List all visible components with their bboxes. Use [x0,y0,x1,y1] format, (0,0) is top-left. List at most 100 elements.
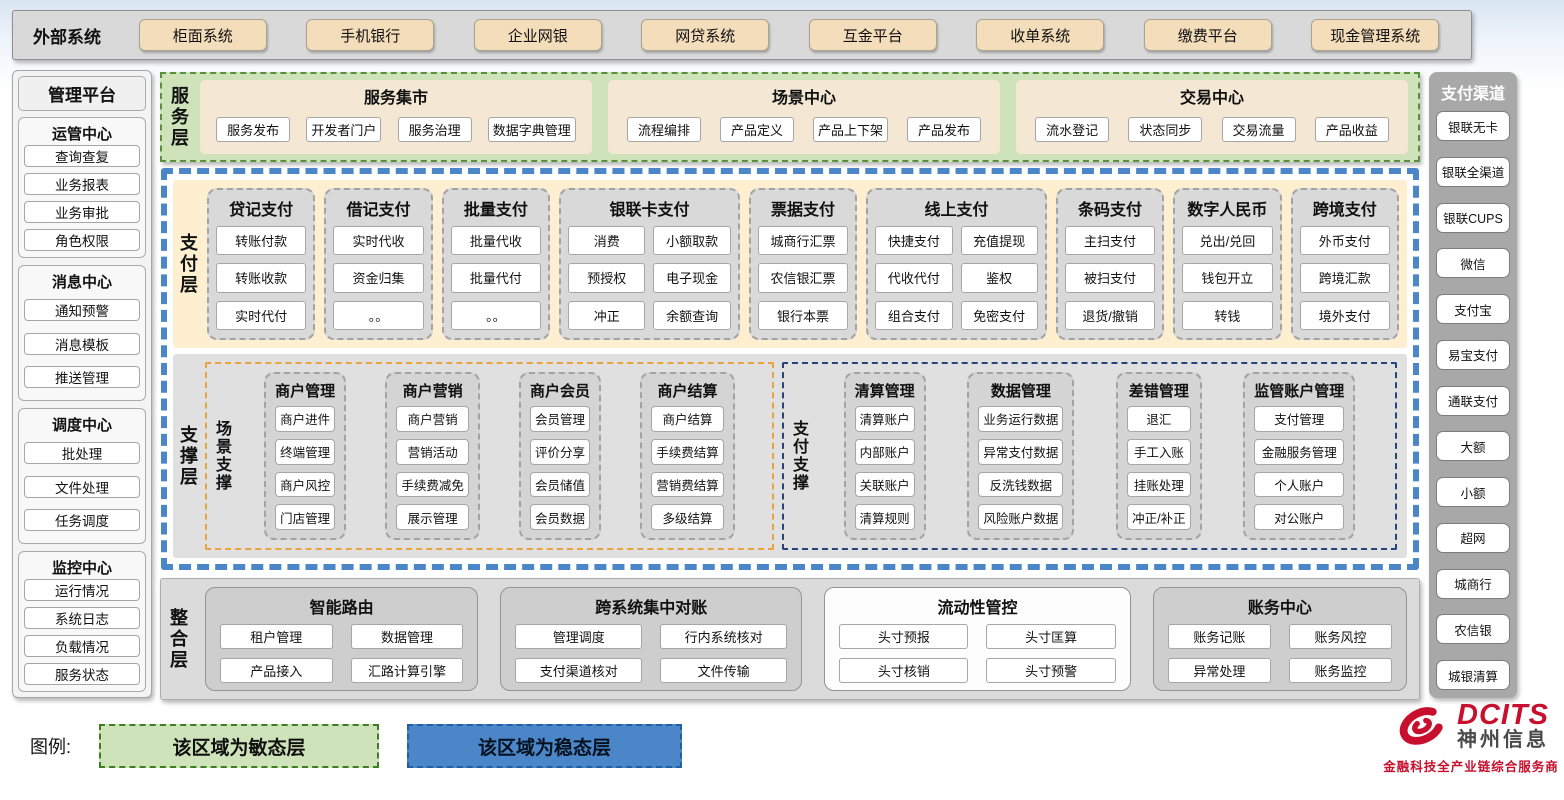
module-chip: 任务调度 [24,509,140,532]
group-title: 银联卡支付 [609,202,690,219]
module-chip: 系统日志 [24,607,140,629]
logo-top: DCITS 神州信息 [1393,700,1549,751]
module-chip: 会员数据 [530,504,591,530]
module-chip: 反洗钱数据 [978,471,1064,498]
group-items: 批量代收批量代付。。 [450,226,542,330]
service-layer: 服务层 服务集市 服务发布开发者门户服务治理数据字典管理 场景中心 流程编排产品… [160,72,1420,162]
module-chip: 服务发布 [216,117,291,142]
module-chip: 消息模板 [24,332,140,355]
module-chip: 对公账户 [1254,504,1345,530]
payment-groups: 贷记支付 转账付款转账收款实时代付 借记支付 实时代收资金归集。。 批量支付 批… [207,188,1399,340]
module-chip: 关联账户 [854,471,915,498]
management-group: 运管中心 查询查复业务报表业务审批角色权限 [18,117,146,258]
module-chip: 清算规则 [854,504,915,530]
group-title: 数据管理 [990,383,1051,400]
module-chip: 余额查询 [653,300,731,330]
module-chip: 数据字典管理 [487,117,576,142]
support-group: 差错管理 退汇手工入账挂账处理冲正/补正 [1116,372,1202,540]
module-chip: 组合支付 [875,300,953,330]
module-chip: 头寸预报 [839,624,969,649]
scene-support-label: 场景支撑 [213,420,230,492]
payment-channels-title: 支付渠道 [1440,86,1505,103]
company-text: 神州信息 [1457,729,1549,752]
group-items: 兑出/兑回钱包开立转钱 [1182,226,1273,330]
module-chip: 外币支付 [1299,226,1390,256]
management-platform-title: 管理平台 [18,76,146,111]
panel-title: 服务集市 [363,90,428,107]
group-title: 跨境支付 [1312,202,1377,219]
support-group: 监管账户管理 支付管理金融服务管理个人账户对公账户 [1243,372,1356,540]
external-system-chip: 缴费平台 [1143,19,1272,51]
module-chip: 状态同步 [1128,117,1203,142]
integration-groups: 智能路由 租户管理数据管理产品接入汇路计算引擎 跨系统集中对账 管理调度行内系统… [205,587,1407,691]
module-chip: 业务运行数据 [978,406,1064,432]
group-items: 商户进件终端管理商户风控门店管理 [275,406,336,530]
module-chip: 流程编排 [626,117,701,142]
legend-label: 图例: [30,737,72,757]
module-chip: 转钱 [1182,300,1273,330]
channel-chip: 小额 [1436,477,1510,507]
module-chip: 运行情况 [24,579,140,601]
group-title: 商户管理 [275,383,336,400]
payment-group: 贷记支付 转账付款转账收款实时代付 [207,188,316,340]
group-items: 运行情况系统日志负载情况服务状态 [24,579,140,685]
module-chip: 租户管理 [220,624,333,649]
module-chip: 手续费减免 [396,471,469,498]
group-items: 实时代收资金归集。。 [333,226,424,330]
integration-group: 智能路由 租户管理数据管理产品接入汇路计算引擎 [205,587,479,691]
group-title: 调度中心 [51,417,112,434]
module-chip: 退汇 [1127,406,1191,432]
module-chip: 产品发布 [906,117,981,142]
module-chip: 服务状态 [24,663,140,685]
channel-chip: 城商行 [1436,568,1510,599]
module-chip: 服务治理 [397,117,472,142]
group-items: 退汇手工入账挂账处理冲正/补正 [1127,406,1191,530]
module-chip: 流水登记 [1035,117,1110,142]
module-chip: 个人账户 [1254,471,1345,498]
channel-chip: 微信 [1436,248,1510,279]
support-group: 商户结算 商户结算手续费结算营销费结算多级结算 [640,372,735,540]
group-items: 商户结算手续费结算营销费结算多级结算 [651,406,724,530]
module-chip: 负载情况 [24,635,140,657]
module-chip: 。。 [333,300,424,330]
panel-items: 流程编排产品定义产品上下架产品发布 [616,112,992,147]
group-items: 支付管理金融服务管理个人账户对公账户 [1254,406,1345,530]
module-chip: 角色权限 [24,229,140,251]
module-chip: 开发者门户 [306,117,382,142]
channel-chip: 农信银 [1436,614,1510,645]
module-chip: 冲正 [568,300,646,330]
group-title: 商户会员 [530,383,591,400]
management-group: 调度中心 批处理文件处理任务调度 [18,408,146,544]
module-chip: 营销活动 [396,438,469,465]
support-layer-label: 支撑层 [178,424,198,488]
module-chip: 小额取款 [653,226,731,256]
service-layer-label: 服务层 [169,85,189,149]
module-chip: 行内系统核对 [660,624,788,649]
channel-chip: 银联全渠道 [1436,156,1510,187]
module-chip: 充值提现 [960,226,1038,256]
module-chip: 实时代收 [333,226,424,256]
payment-layer-label: 支付层 [178,232,198,296]
support-group: 数据管理 业务运行数据异常支付数据反洗钱数据风险账户数据 [967,372,1075,540]
logo-texts: DCITS 神州信息 [1457,700,1549,751]
group-items: 业务运行数据异常支付数据反洗钱数据风险账户数据 [978,406,1064,530]
module-chip: 商户结算 [651,406,724,432]
module-chip: 快捷支付 [875,226,953,256]
module-chip: 被扫支付 [1064,263,1156,293]
group-title: 贷记支付 [229,202,294,219]
group-items: 通知预警消息模板推送管理 [24,293,140,394]
module-chip: 批量代付 [450,263,542,293]
group-items: 管理调度行内系统核对支付渠道核对文件传输 [515,624,788,683]
module-chip: 金融服务管理 [1254,438,1345,465]
module-chip: 挂账处理 [1127,471,1191,498]
payment-group: 跨境支付 外币支付跨境汇款境外支付 [1290,188,1399,340]
module-chip: 钱包开立 [1182,263,1273,293]
module-chip: 终端管理 [275,438,336,465]
integration-group: 流动性管控 头寸预报头寸匡算头寸核销头寸预警 [824,587,1131,691]
payment-support-label: 支付支撑 [789,420,807,492]
module-chip: 。。 [450,300,542,330]
external-systems-items: 柜面系统手机银行企业网银网贷系统互金平台收单系统缴费平台现金管理系统 [119,19,1459,51]
support-group: 商户管理 商户进件终端管理商户风控门店管理 [264,372,347,540]
brand-text: DCITS [1457,699,1549,731]
